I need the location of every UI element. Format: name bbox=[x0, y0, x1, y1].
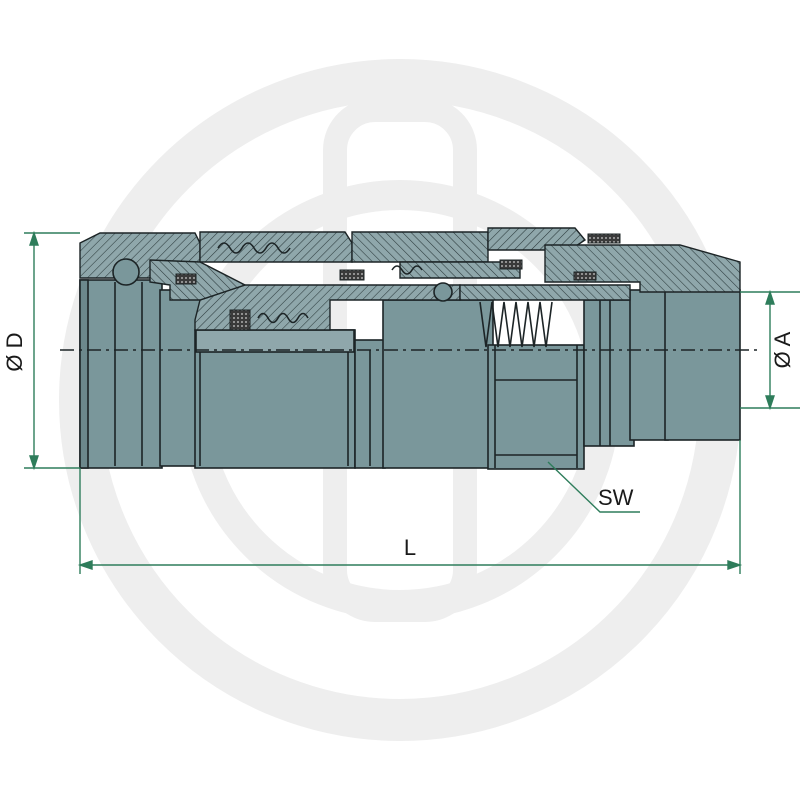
dimension-lines bbox=[24, 230, 800, 574]
coupling-body bbox=[79, 279, 741, 470]
length-label: L bbox=[404, 535, 416, 560]
section-cut bbox=[79, 227, 741, 331]
wrench-size-label: SW bbox=[598, 485, 634, 510]
seal-icon bbox=[175, 233, 621, 331]
locking-ball-icon bbox=[112, 258, 453, 302]
port-diameter-label: Ø A bbox=[770, 331, 795, 368]
spring-icon bbox=[217, 242, 553, 348]
outer-diameter-label: Ø D bbox=[2, 332, 27, 371]
